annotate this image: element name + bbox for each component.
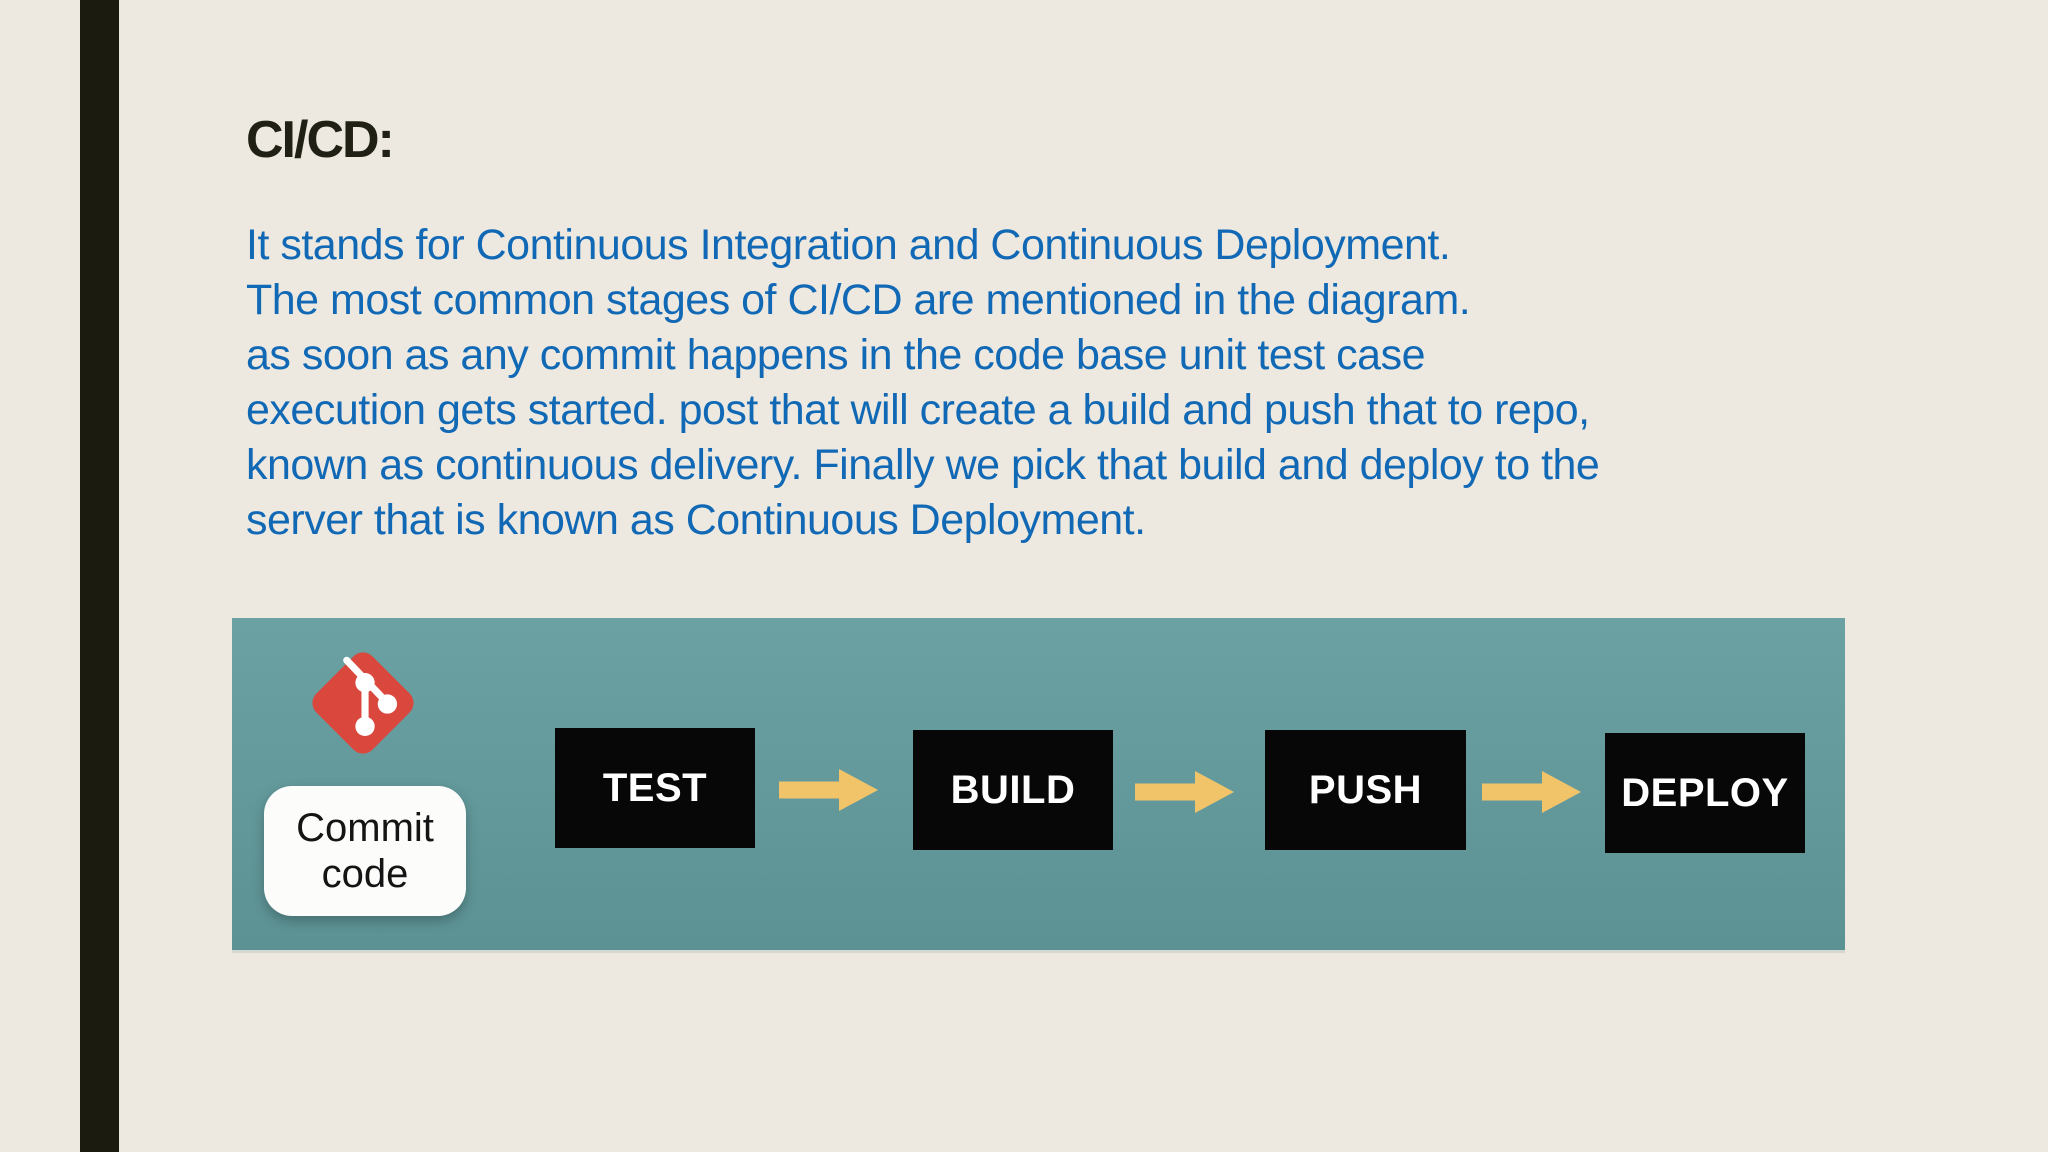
stage-box-test: TEST [555, 728, 755, 848]
git-icon [312, 652, 414, 754]
stage-box-build: BUILD [913, 730, 1113, 850]
commit-code-line: code [321, 852, 409, 896]
commit-code-line: Commit [296, 806, 434, 850]
stage-label: DEPLOY [1621, 770, 1789, 815]
accent-bar [80, 0, 119, 1152]
cicd-pipeline-diagram: Commit code TEST BUILD PUSH DEPLOY [232, 618, 1845, 953]
body-text-line: It stands for Continuous Integration and… [246, 221, 1451, 269]
body-text-line: execution gets started. post that will c… [246, 386, 1590, 434]
arrow-right-icon [1482, 771, 1581, 813]
body-text-line: known as continuous delivery. Finally we… [246, 441, 1600, 489]
stage-label: PUSH [1308, 767, 1423, 812]
arrow-right-icon [1135, 771, 1234, 813]
body-text-line: as soon as any commit happens in the cod… [246, 331, 1426, 379]
body-text: It stands for Continuous Integration and… [246, 218, 1600, 548]
body-text-line: The most common stages of CI/CD are ment… [246, 276, 1471, 324]
arrow-right-icon [779, 769, 878, 811]
stage-box-deploy: DEPLOY [1605, 733, 1805, 853]
stage-label: BUILD [950, 767, 1076, 812]
commit-code-label: Commit code [264, 786, 466, 916]
page-title: CI/CD: [246, 111, 395, 169]
stage-box-push: PUSH [1265, 730, 1466, 850]
body-text-line: server that is known as Continuous Deplo… [246, 496, 1146, 544]
stage-label: TEST [602, 765, 708, 810]
